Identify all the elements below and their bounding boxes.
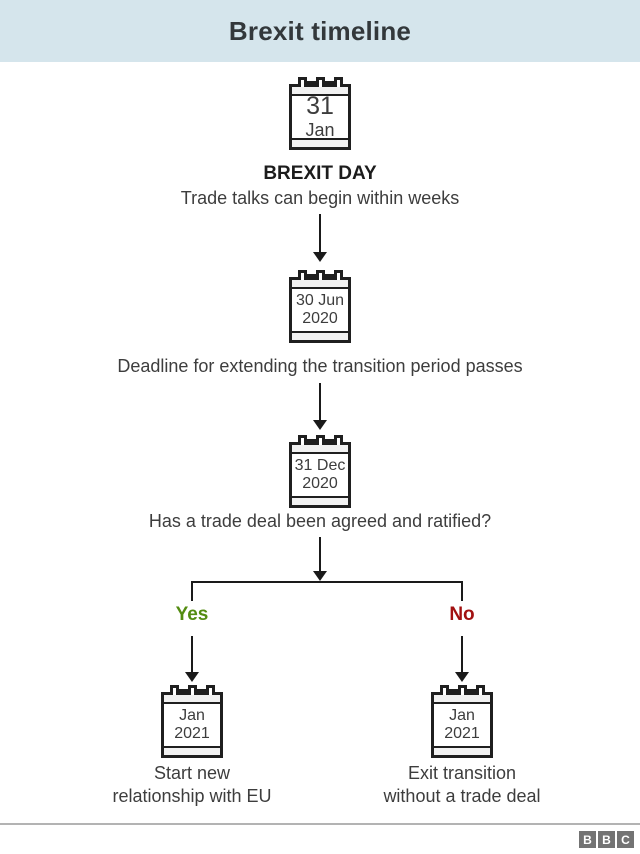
bbc-logo-block: B (598, 831, 615, 848)
outcome-caption-line: relationship with EU (112, 786, 272, 806)
bbc-logo: B B C (579, 831, 634, 848)
footer-divider (0, 823, 640, 825)
calendar-bottom-band (292, 331, 348, 340)
branch-label-yes: Yes (175, 604, 209, 625)
calendar-top-band (292, 445, 348, 454)
calendar-bottom-band (164, 746, 220, 755)
down-arrow-icon (455, 636, 469, 682)
calendar-month: Jan (305, 119, 335, 140)
down-arrow-icon (313, 383, 327, 430)
bbc-logo-block: B (579, 831, 596, 848)
step-caption-trade-talks: Trade talks can begin within weeks (180, 188, 460, 208)
calendar-date: 31 Dec (294, 457, 346, 475)
calendar-icon-outcome-no: Jan 2021 (431, 685, 493, 758)
step-caption-question: Has a trade deal been agreed and ratifie… (148, 511, 492, 531)
page-title: Brexit timeline (228, 15, 412, 46)
step-title-brexit-day: BREXIT DAY (263, 163, 377, 184)
calendar-year: 2021 (444, 725, 480, 742)
calendar-top-band (292, 87, 348, 96)
calendar-bottom-band (434, 746, 490, 755)
calendar-top-band (164, 695, 220, 704)
down-arrow-icon (185, 636, 199, 682)
calendar-bottom-band (292, 496, 348, 505)
branch-horizontal-line (191, 581, 463, 583)
calendar-month: Jan (179, 707, 205, 725)
outcome-caption-line: Exit transition (407, 763, 517, 783)
outcome-caption-line: without a trade deal (383, 786, 541, 806)
calendar-icon-brexit-day: 31 Jan (289, 77, 351, 150)
branch-label-no: No (449, 604, 475, 625)
outcome-caption-no: Exit transition without a trade deal (352, 762, 572, 808)
calendar-year: 2020 (302, 475, 338, 492)
calendar-icon-outcome-yes: Jan 2021 (161, 685, 223, 758)
calendar-date: 30 Jun (295, 292, 345, 310)
bbc-logo-block: C (617, 831, 634, 848)
calendar-date: 31 (306, 92, 334, 121)
step-caption-deadline: Deadline for extending the transition pe… (117, 356, 523, 376)
outcome-caption-yes: Start new relationship with EU (82, 762, 302, 808)
calendar-year: 2021 (174, 725, 210, 742)
down-arrow-icon (313, 214, 327, 262)
down-arrow-icon (313, 537, 327, 581)
calendar-month: Jan (449, 707, 475, 725)
calendar-year: 2020 (302, 310, 338, 327)
calendar-icon-transition-deadline: 30 Jun 2020 (289, 270, 351, 343)
header-band: Brexit timeline (0, 0, 640, 62)
calendar-top-band (434, 695, 490, 704)
calendar-bottom-band (292, 138, 348, 147)
calendar-top-band (292, 280, 348, 289)
branch-right-stub (461, 581, 463, 601)
calendar-icon-trade-deal-deadline: 31 Dec 2020 (289, 435, 351, 508)
outcome-caption-line: Start new (153, 763, 231, 783)
branch-left-stub (191, 581, 193, 601)
